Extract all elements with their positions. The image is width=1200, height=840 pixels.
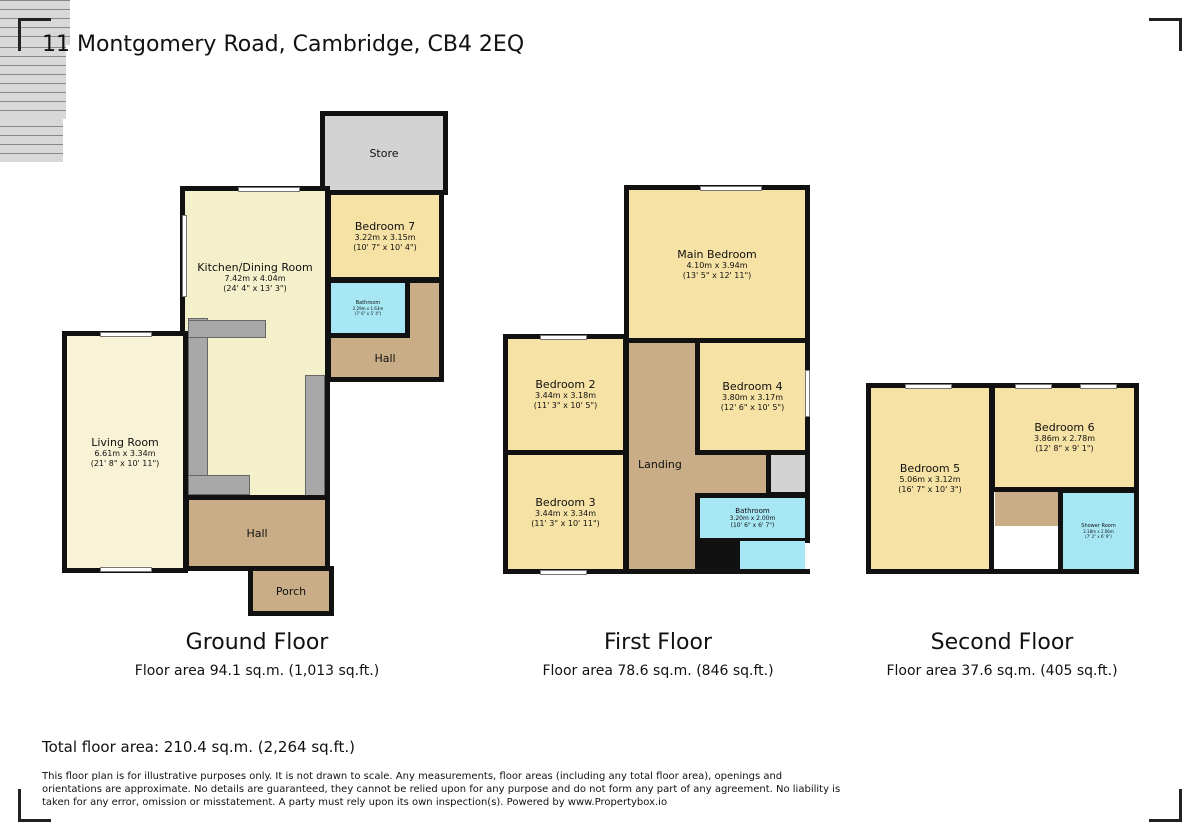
window	[1015, 384, 1052, 389]
room-name: Bedroom 2	[535, 378, 596, 391]
room-dimensions-imperial: (24' 4" x 13' 3")	[223, 284, 287, 293]
window	[540, 570, 587, 575]
kitchen-counter	[188, 320, 266, 338]
room-bedroom-6: Bedroom 6 3.86m x 2.78m (12' 8" x 9' 1")	[990, 383, 1139, 492]
room-shower: Shower Room 2.18m x 2.06m (7' 2" x 6' 9"…	[1058, 488, 1139, 574]
room-bathroom-ground: Bathroom 2.29m x 1.63m (7' 6" x 5' 4")	[326, 278, 410, 338]
closet	[766, 450, 810, 497]
staircase	[0, 0, 70, 45]
room-name: Bedroom 6	[1034, 421, 1095, 434]
disclaimer: This floor plan is for illustrative purp…	[42, 771, 841, 808]
floor-area-first: Floor area 78.6 sq.m. (846 sq.ft.)	[542, 663, 774, 679]
corner-mark	[1149, 789, 1182, 822]
room-name: Bedroom 4	[722, 380, 783, 393]
window	[540, 335, 587, 340]
window	[238, 187, 300, 192]
window	[905, 384, 952, 389]
room-bedroom-7: Bedroom 7 3.22m x 3.15m (10' 7" x 10' 4"…	[326, 190, 444, 282]
room-dimensions-imperial: (13' 5" x 12' 11")	[682, 270, 752, 280]
room-dimensions: 3.86m x 2.78m	[1033, 434, 1096, 443]
window	[100, 332, 152, 337]
room-bathroom-first: Bathroom 3.20m x 2.00m (10' 6" x 6' 7")	[695, 493, 810, 543]
room-landing	[624, 338, 700, 574]
second-floor-plan: Bedroom 5 5.06m x 3.12m (16' 7" x 10' 3"…	[0, 119, 1200, 574]
total-floor-area: Total floor area: 210.4 sq.m. (2,264 sq.…	[42, 738, 355, 756]
corner-mark	[1149, 18, 1182, 51]
room-dimensions: 3.44m x 3.34m	[534, 508, 597, 518]
room-dimensions-imperial: (11' 3" x 10' 11")	[531, 518, 600, 528]
window	[700, 186, 762, 191]
room-dimensions: 6.61m x 3.34m	[94, 448, 156, 458]
room-dimensions: 3.20m x 2.00m	[729, 515, 776, 522]
room-name: Shower Room	[1081, 523, 1116, 529]
floor-area-second: Floor area 37.6 sq.m. (405 sq.ft.)	[886, 663, 1118, 679]
room-dimensions: 3.80m x 3.17m	[721, 393, 784, 402]
kitchen-counter	[188, 475, 250, 495]
room-name: Bedroom 7	[354, 219, 416, 233]
kitchen-counter	[188, 318, 208, 480]
floor-title-second: Second Floor	[930, 630, 1074, 655]
room-name: Main Bedroom	[677, 247, 757, 261]
wall	[697, 569, 810, 574]
room-dimensions-imperial: (12' 6" x 10' 5")	[720, 403, 785, 412]
property-address: 11 Montgomery Road, Cambridge, CB4 2EQ	[42, 32, 525, 57]
room-name: Hall	[246, 526, 268, 540]
floor-title-ground: Ground Floor	[185, 630, 329, 655]
window	[1080, 384, 1117, 389]
room-bedroom-3: Bedroom 3 3.44m x 3.34m (11' 3" x 10' 11…	[503, 450, 628, 574]
room-dimensions-imperial: (12' 8" x 9' 1")	[1035, 444, 1094, 453]
room-dimensions: 3.44m x 3.18m	[534, 391, 597, 400]
room-dimensions: 4.10m x 3.94m	[686, 260, 748, 270]
room-bedroom-2: Bedroom 2 3.44m x 3.18m (11' 3" x 10' 5"…	[503, 334, 628, 455]
landing-extension	[695, 452, 770, 494]
corner-mark	[18, 18, 51, 51]
room-dimensions-imperial: (7' 2" x 6' 9")	[1085, 534, 1112, 539]
room-dimensions: 2.29m x 1.63m	[352, 306, 384, 311]
room-bedroom-4: Bedroom 4 3.80m x 3.17m (12' 6" x 10' 5"…	[695, 338, 810, 455]
room-dimensions: 5.06m x 3.12m	[899, 475, 961, 484]
window	[805, 370, 810, 417]
room-living: Living Room 6.61m x 3.34m (21' 8" x 10' …	[62, 331, 188, 573]
window	[100, 567, 152, 572]
staircase	[0, 45, 66, 119]
room-name: Landing	[638, 458, 682, 471]
room-name: Bedroom 5	[899, 462, 961, 475]
room-dimensions-imperial: (7' 6" x 5' 4")	[354, 311, 382, 316]
window	[182, 215, 187, 297]
corner-mark	[18, 789, 51, 822]
room-store: Store	[320, 111, 448, 195]
room-name: Bathroom	[355, 300, 381, 306]
floor-title-first: First Floor	[603, 630, 713, 655]
room-name: Porch	[275, 584, 307, 598]
room-name: Bathroom	[735, 507, 770, 515]
staircase	[0, 119, 63, 162]
room-dimensions-imperial: (21' 8" x 10' 11")	[90, 458, 160, 468]
room-name: Living Room	[91, 435, 159, 449]
room-main-bedroom: Main Bedroom 4.10m x 3.94m (13' 5" x 12'…	[624, 185, 810, 343]
room-dimensions: 3.22m x 3.15m	[354, 232, 416, 242]
bath-area	[740, 541, 805, 569]
room-dimensions-imperial: (10' 7" x 10' 4")	[353, 242, 417, 252]
room-dimensions-imperial: (11' 3" x 10' 5")	[533, 401, 598, 410]
room-bedroom-5: Bedroom 5 5.06m x 3.12m (16' 7" x 10' 3"…	[866, 383, 994, 574]
room-porch: Porch	[248, 566, 334, 616]
room-name: Hall	[374, 352, 396, 365]
ground-floor-plan: Store Kitchen/Dining Room 7.42m x 4.04m …	[0, 0, 1200, 616]
room-dimensions: 2.18m x 2.06m	[1083, 529, 1114, 534]
wall-block	[697, 541, 740, 574]
room-hall-lower: Hall	[184, 495, 330, 571]
room-name: Store	[369, 146, 399, 160]
room-dimensions-imperial: (16' 7" x 10' 3")	[898, 485, 962, 494]
room-name: Bedroom 3	[535, 495, 596, 509]
room-dimensions: 7.42m x 4.04m	[224, 274, 286, 283]
floor-area-ground: Floor area 94.1 sq.m. (1,013 sq.ft.)	[134, 663, 380, 679]
kitchen-counter	[305, 375, 325, 497]
hall-second	[995, 492, 1058, 526]
room-name: Kitchen/Dining Room	[197, 261, 313, 274]
room-dimensions-imperial: (10' 6" x 6' 7")	[730, 522, 775, 529]
first-floor-plan: Main Bedroom 4.10m x 3.94m (13' 5" x 12'…	[0, 45, 1200, 575]
